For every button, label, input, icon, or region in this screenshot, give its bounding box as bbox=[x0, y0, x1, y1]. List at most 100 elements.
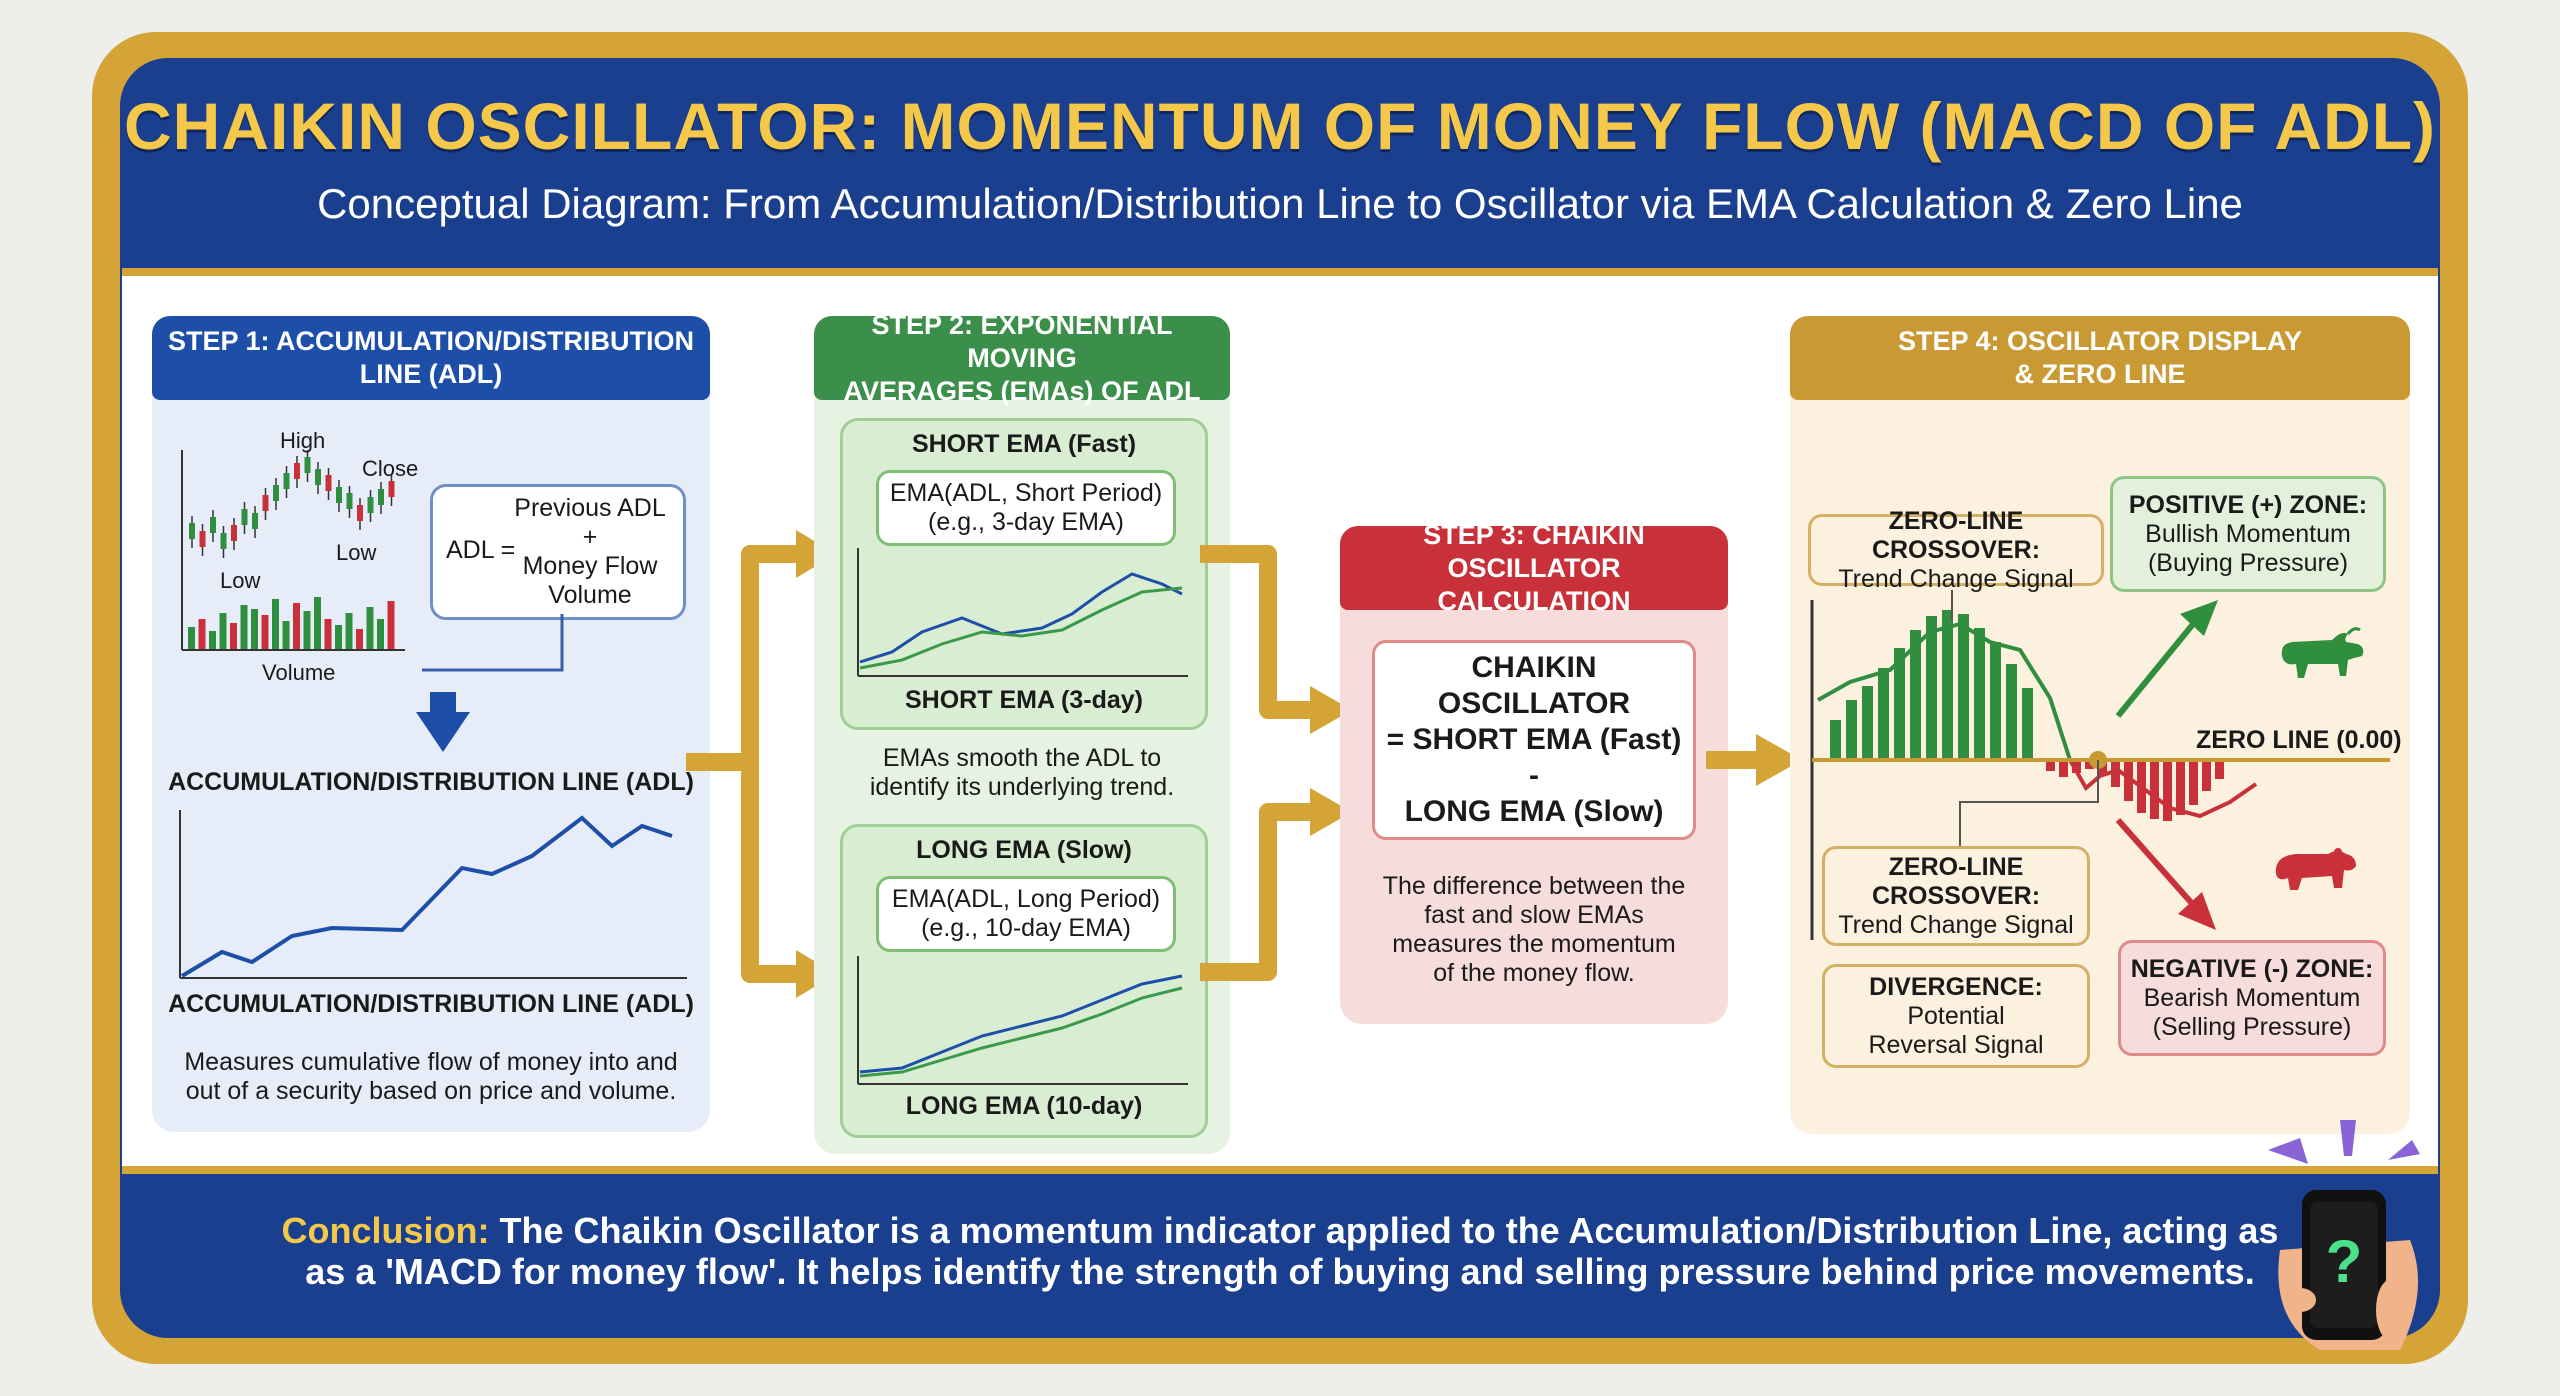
negative-line2: Bearish Momentum bbox=[2143, 983, 2361, 1012]
candle-label-high: High bbox=[280, 428, 326, 453]
chaikin-formula-minus: - bbox=[1529, 759, 1539, 792]
step4-heading: STEP 4: OSCILLATOR DISPLAY& ZERO LINE bbox=[1790, 316, 2410, 400]
bullish-arrow-head bbox=[2180, 600, 2218, 636]
negative-line1: NEGATIVE (-) ZONE: bbox=[2130, 954, 2374, 983]
oscillator-positive-bar bbox=[1862, 686, 1873, 760]
oscillator-positive-bar bbox=[1942, 610, 1953, 760]
candle-body bbox=[210, 517, 216, 533]
negative-zone-box: NEGATIVE (-) ZONE:Bearish Momentum(Selli… bbox=[2118, 940, 2386, 1056]
down-arrow-icon bbox=[416, 692, 470, 752]
volume-bar bbox=[356, 629, 363, 649]
oscillator-positive-bar bbox=[1926, 616, 1937, 760]
page-title: CHAIKIN OSCILLATOR: MOMENTUM OF MONEY FL… bbox=[124, 89, 2436, 163]
oscillator-negative-bar bbox=[2176, 761, 2185, 815]
chaikin-formula-line1: CHAIKIN OSCILLATOR bbox=[1437, 651, 1631, 720]
step2-heading-line2: AVERAGES (EMAs) OF ADL bbox=[843, 375, 1201, 406]
crossover-bottom-line1: ZERO-LINE bbox=[1888, 852, 2024, 881]
chaikin-formula-box: CHAIKIN OSCILLATOR = SHORT EMA (Fast) - … bbox=[1372, 640, 1696, 840]
step4-heading-line1: STEP 4: OSCILLATOR DISPLAY bbox=[1897, 326, 2303, 356]
candle-body bbox=[367, 497, 374, 513]
candle-body bbox=[325, 475, 332, 491]
crossover-leader bbox=[1959, 760, 2099, 846]
volume-bar bbox=[303, 611, 311, 649]
step3-desc-line1: The difference between the bbox=[1382, 872, 1686, 900]
positive-zone-box: POSITIVE (+) ZONE:Bullish Momentum(Buyin… bbox=[2110, 476, 2386, 592]
long-ema-line bbox=[859, 986, 1183, 1078]
step3-desc-line3: measures the momentum bbox=[1392, 930, 1676, 958]
step1-desc-line1: Measures cumulative flow of money into a… bbox=[184, 1048, 678, 1076]
bull-icon bbox=[2281, 627, 2364, 678]
footer-divider bbox=[122, 1166, 2438, 1174]
oscillator-negative-bar bbox=[2098, 761, 2107, 775]
adl-line-chart bbox=[179, 810, 687, 979]
oscillator-positive-bar bbox=[2022, 688, 2033, 760]
arrow-step1-to-step2 bbox=[686, 530, 836, 998]
oscillator-negative-bar bbox=[2059, 761, 2068, 777]
volume-bar bbox=[230, 623, 237, 649]
oscillator-positive-bar bbox=[2006, 664, 2017, 760]
adl-title-bottom: ACCUMULATION/DISTRIBUTION LINE (ADL) bbox=[168, 990, 694, 1018]
candle-label-low-right: Low bbox=[336, 540, 377, 565]
short-ema-title: SHORT EMA (Fast) bbox=[911, 430, 1137, 458]
long-ema-caption: LONG EMA (10-day) bbox=[905, 1092, 1143, 1120]
adl-formula-box: Previous ADL + Money Flow Volume bbox=[430, 484, 686, 620]
oscillator-line-negative bbox=[2068, 759, 2258, 819]
candle-body bbox=[336, 487, 342, 503]
oscillator-histogram bbox=[1830, 610, 2224, 821]
volume-label: Volume bbox=[262, 660, 336, 685]
candle-body bbox=[294, 463, 300, 479]
candle-label-low-left: Low bbox=[220, 568, 261, 593]
chaikin-formula-line3: LONG EMA (Slow) bbox=[1404, 795, 1664, 828]
step4-heading-line2: & ZERO LINE bbox=[2014, 359, 2186, 389]
oscillator-positive-bar bbox=[1894, 648, 1905, 760]
adl-series-line bbox=[180, 815, 673, 978]
oscillator-negative-bar bbox=[2111, 761, 2120, 787]
adl-formula-line3: Volume bbox=[548, 581, 632, 609]
oscillator-positive-bar bbox=[1846, 700, 1857, 760]
adl-formula-plus: + bbox=[582, 523, 598, 551]
oscillator-positive-bar bbox=[1974, 628, 1985, 760]
candle-body bbox=[357, 505, 363, 521]
candle-body bbox=[189, 523, 195, 539]
volume-bar bbox=[188, 627, 195, 649]
volume-bar bbox=[209, 631, 216, 649]
step2-mid-line2: identify its underlying trend. bbox=[869, 773, 1175, 801]
header-divider bbox=[122, 268, 2438, 276]
candle-body bbox=[388, 481, 395, 497]
volume-bar bbox=[251, 609, 258, 649]
candle-body bbox=[304, 457, 311, 473]
oscillator-negative-bar bbox=[2189, 761, 2198, 805]
positive-line2: Bullish Momentum bbox=[2145, 519, 2351, 548]
long-adl-line bbox=[859, 974, 1183, 1074]
candle-body bbox=[315, 469, 321, 485]
adl-title-top: ACCUMULATION/DISTRIBUTION LINE (ADL) bbox=[168, 768, 694, 796]
oscillator-positive-bar bbox=[1878, 668, 1889, 760]
volume-bar bbox=[219, 613, 227, 649]
candle-body bbox=[252, 513, 258, 529]
conclusion-line2: as a 'MACD for money flow'. It helps ide… bbox=[305, 1251, 2255, 1292]
oscillator-positive-bar bbox=[1990, 642, 2001, 760]
arrow-step3-to-step4 bbox=[1706, 734, 1802, 786]
long-ema-formula: EMA(ADL, Long Period)(e.g., 10-day EMA) bbox=[876, 876, 1176, 952]
conclusion-label: Conclusion: bbox=[281, 1210, 490, 1251]
adl-formula-line2: Money Flow bbox=[522, 552, 658, 580]
oscillator-negative-bar bbox=[2072, 761, 2081, 773]
volume-bar bbox=[261, 615, 269, 649]
volume-bars bbox=[188, 597, 395, 649]
volume-bar bbox=[387, 601, 395, 649]
oscillator-negative-bar bbox=[2150, 761, 2159, 819]
positive-line3: (Buying Pressure) bbox=[2147, 548, 2349, 577]
oscillator-positive-bar bbox=[1910, 630, 1921, 760]
bear-icon bbox=[2275, 848, 2356, 890]
step2-mid-line1: EMAs smooth the ADL to bbox=[882, 744, 1162, 772]
volume-bar bbox=[377, 619, 384, 649]
step2-heading-line1: STEP 2: EXPONENTIAL MOVING bbox=[871, 309, 1173, 373]
crossover-top-box: ZERO-LINE CROSSOVER:Trend Change Signal bbox=[1808, 507, 2104, 593]
page-subtitle: Conceptual Diagram: From Accumulation/Di… bbox=[317, 180, 2243, 227]
short-ema-formula: EMA(ADL, Short Period)(e.g., 3-day EMA) bbox=[876, 470, 1176, 546]
volume-bar bbox=[293, 603, 300, 649]
step1-desc-line2: out of a security based on price and vol… bbox=[185, 1077, 677, 1105]
